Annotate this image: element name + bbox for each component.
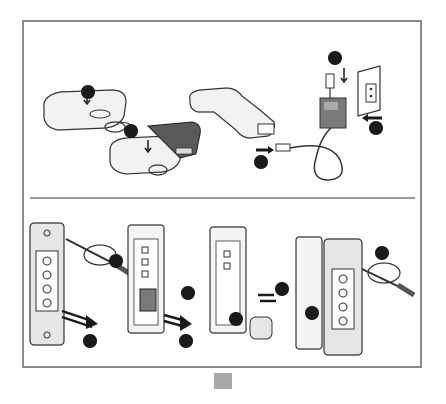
keypad-closing [296,237,362,355]
step-marker-keypad-5 [229,312,243,326]
keypad-closed-front [30,223,64,345]
right-arrow-icon [256,146,274,154]
charging-device [190,88,275,138]
step-marker-keypad-3 [181,286,195,300]
step-marker-keypad-8 [375,246,389,260]
step-marker-keypad-7 [305,306,319,320]
top-section [30,30,415,195]
bottom-section [28,203,416,366]
left-arrow-icon [362,114,382,122]
battery-icon [250,317,272,339]
step-marker-keypad-6 [275,282,289,296]
usb-cable-icon [276,122,342,180]
push-arrows-icon [258,295,276,301]
step-marker-keypad-2 [83,334,97,348]
step-marker-keypad-1 [109,254,123,268]
section-divider [30,197,415,199]
step-marker-keypad-4 [179,334,193,348]
step-marker-2 [124,124,138,138]
wall-socket-icon [358,66,380,116]
push-arrows-icon [62,311,98,329]
screwdriver-icon [362,269,414,295]
power-adapter-icon [320,98,346,128]
step-marker-4 [328,51,342,65]
step-marker-5 [369,121,383,135]
step-marker-1 [81,85,95,99]
usb-plug-icon [326,74,334,98]
keypad-open-back [128,225,164,333]
page-tab [214,373,232,389]
step-marker-3 [254,155,268,169]
battery-icon [140,289,156,311]
down-arrow-icon [341,68,347,82]
push-arrows-icon [164,315,192,331]
screwdriver-icon [66,239,132,275]
